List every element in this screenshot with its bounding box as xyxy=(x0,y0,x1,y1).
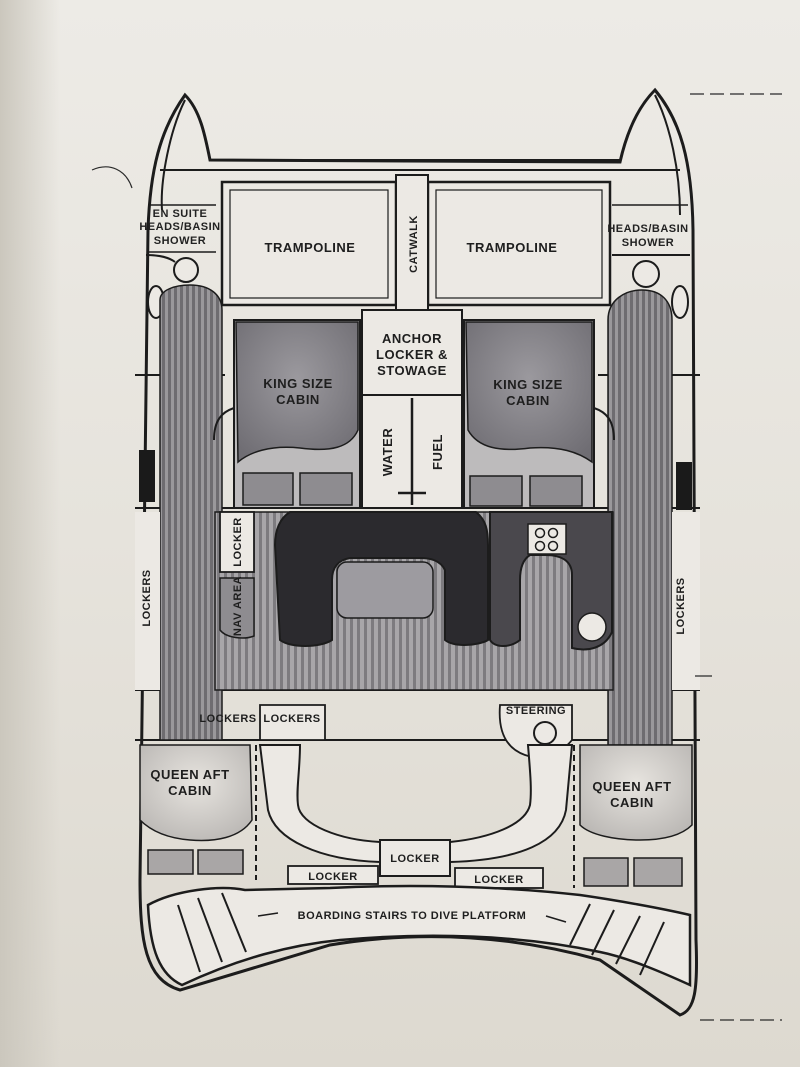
locker-center-label: LOCKER xyxy=(390,853,439,865)
king-cabin-left-line-2: CABIN xyxy=(276,392,320,407)
dinette-settee xyxy=(273,511,489,647)
en-suite-line-1: EN SUITE xyxy=(153,208,208,220)
heads-right-line-2: SHOWER xyxy=(622,237,675,249)
hull-walkway-right xyxy=(607,289,673,746)
king-cabin-right-line-1: KING SIZE xyxy=(493,377,563,392)
anchor-locker-line-2: LOCKER & xyxy=(376,347,448,362)
hatch-left xyxy=(139,450,155,502)
hull-walkway-left xyxy=(159,284,223,741)
nav-area-label: NAV AREA xyxy=(232,576,244,636)
en-suite-left xyxy=(147,204,216,319)
king-cabin-left xyxy=(213,319,361,509)
lockers-aft-1-label: LOCKERS xyxy=(199,713,256,725)
lockers-left-label: LOCKERS xyxy=(141,569,153,626)
anchor-locker-line-3: STOWAGE xyxy=(377,363,447,378)
queen-cabin-left-line-1: QUEEN AFT xyxy=(150,767,229,782)
steering-label: STEERING xyxy=(506,705,566,717)
king-cabin-right-line-2: CABIN xyxy=(506,393,550,408)
queen-cabin-right-line-1: QUEEN AFT xyxy=(592,779,671,794)
heads-right xyxy=(612,204,689,319)
lockers-aft-2-label: LOCKERS xyxy=(263,713,320,725)
anchor-locker-line-1: ANCHOR xyxy=(382,331,442,346)
fuel-label: FUEL xyxy=(430,434,445,470)
en-suite-line-2: HEADS/BASIN xyxy=(139,221,220,233)
en-suite-line-3: SHOWER xyxy=(154,235,207,247)
king-cabin-left-line-1: KING SIZE xyxy=(263,376,333,391)
water-fuel-tanks xyxy=(361,394,463,509)
boarding-label: BOARDING STAIRS TO DIVE PLATFORM xyxy=(298,910,527,922)
heads-right-line-1: HEADS/BASIN xyxy=(607,223,688,235)
queen-cabin-right-line-2: CABIN xyxy=(610,795,654,810)
forward-deck xyxy=(220,174,612,311)
locker-small-label: LOCKER xyxy=(232,517,244,566)
anchor-locker xyxy=(361,309,463,396)
queen-cabin-left xyxy=(139,744,257,880)
locker-aft-right-label: LOCKER xyxy=(474,874,523,886)
hatch-right xyxy=(676,462,692,510)
cockpit xyxy=(258,704,574,889)
queen-cabin-right xyxy=(573,744,693,888)
trampoline-left-label: TRAMPOLINE xyxy=(265,240,356,255)
king-cabin-right xyxy=(463,319,615,509)
trampoline-right-label: TRAMPOLINE xyxy=(467,240,558,255)
boarding-platform xyxy=(146,884,692,987)
water-label: WATER xyxy=(380,428,395,477)
paper-marks xyxy=(91,93,782,1021)
queen-cabin-left-line-2: CABIN xyxy=(168,783,212,798)
nav-area xyxy=(219,511,255,639)
catwalk-label: CATWALK xyxy=(408,215,420,273)
locker-aft-left-label: LOCKER xyxy=(308,871,357,883)
lockers-right-label: LOCKERS xyxy=(675,577,687,634)
galley-counter xyxy=(489,511,613,651)
hull-outline xyxy=(138,87,699,1017)
